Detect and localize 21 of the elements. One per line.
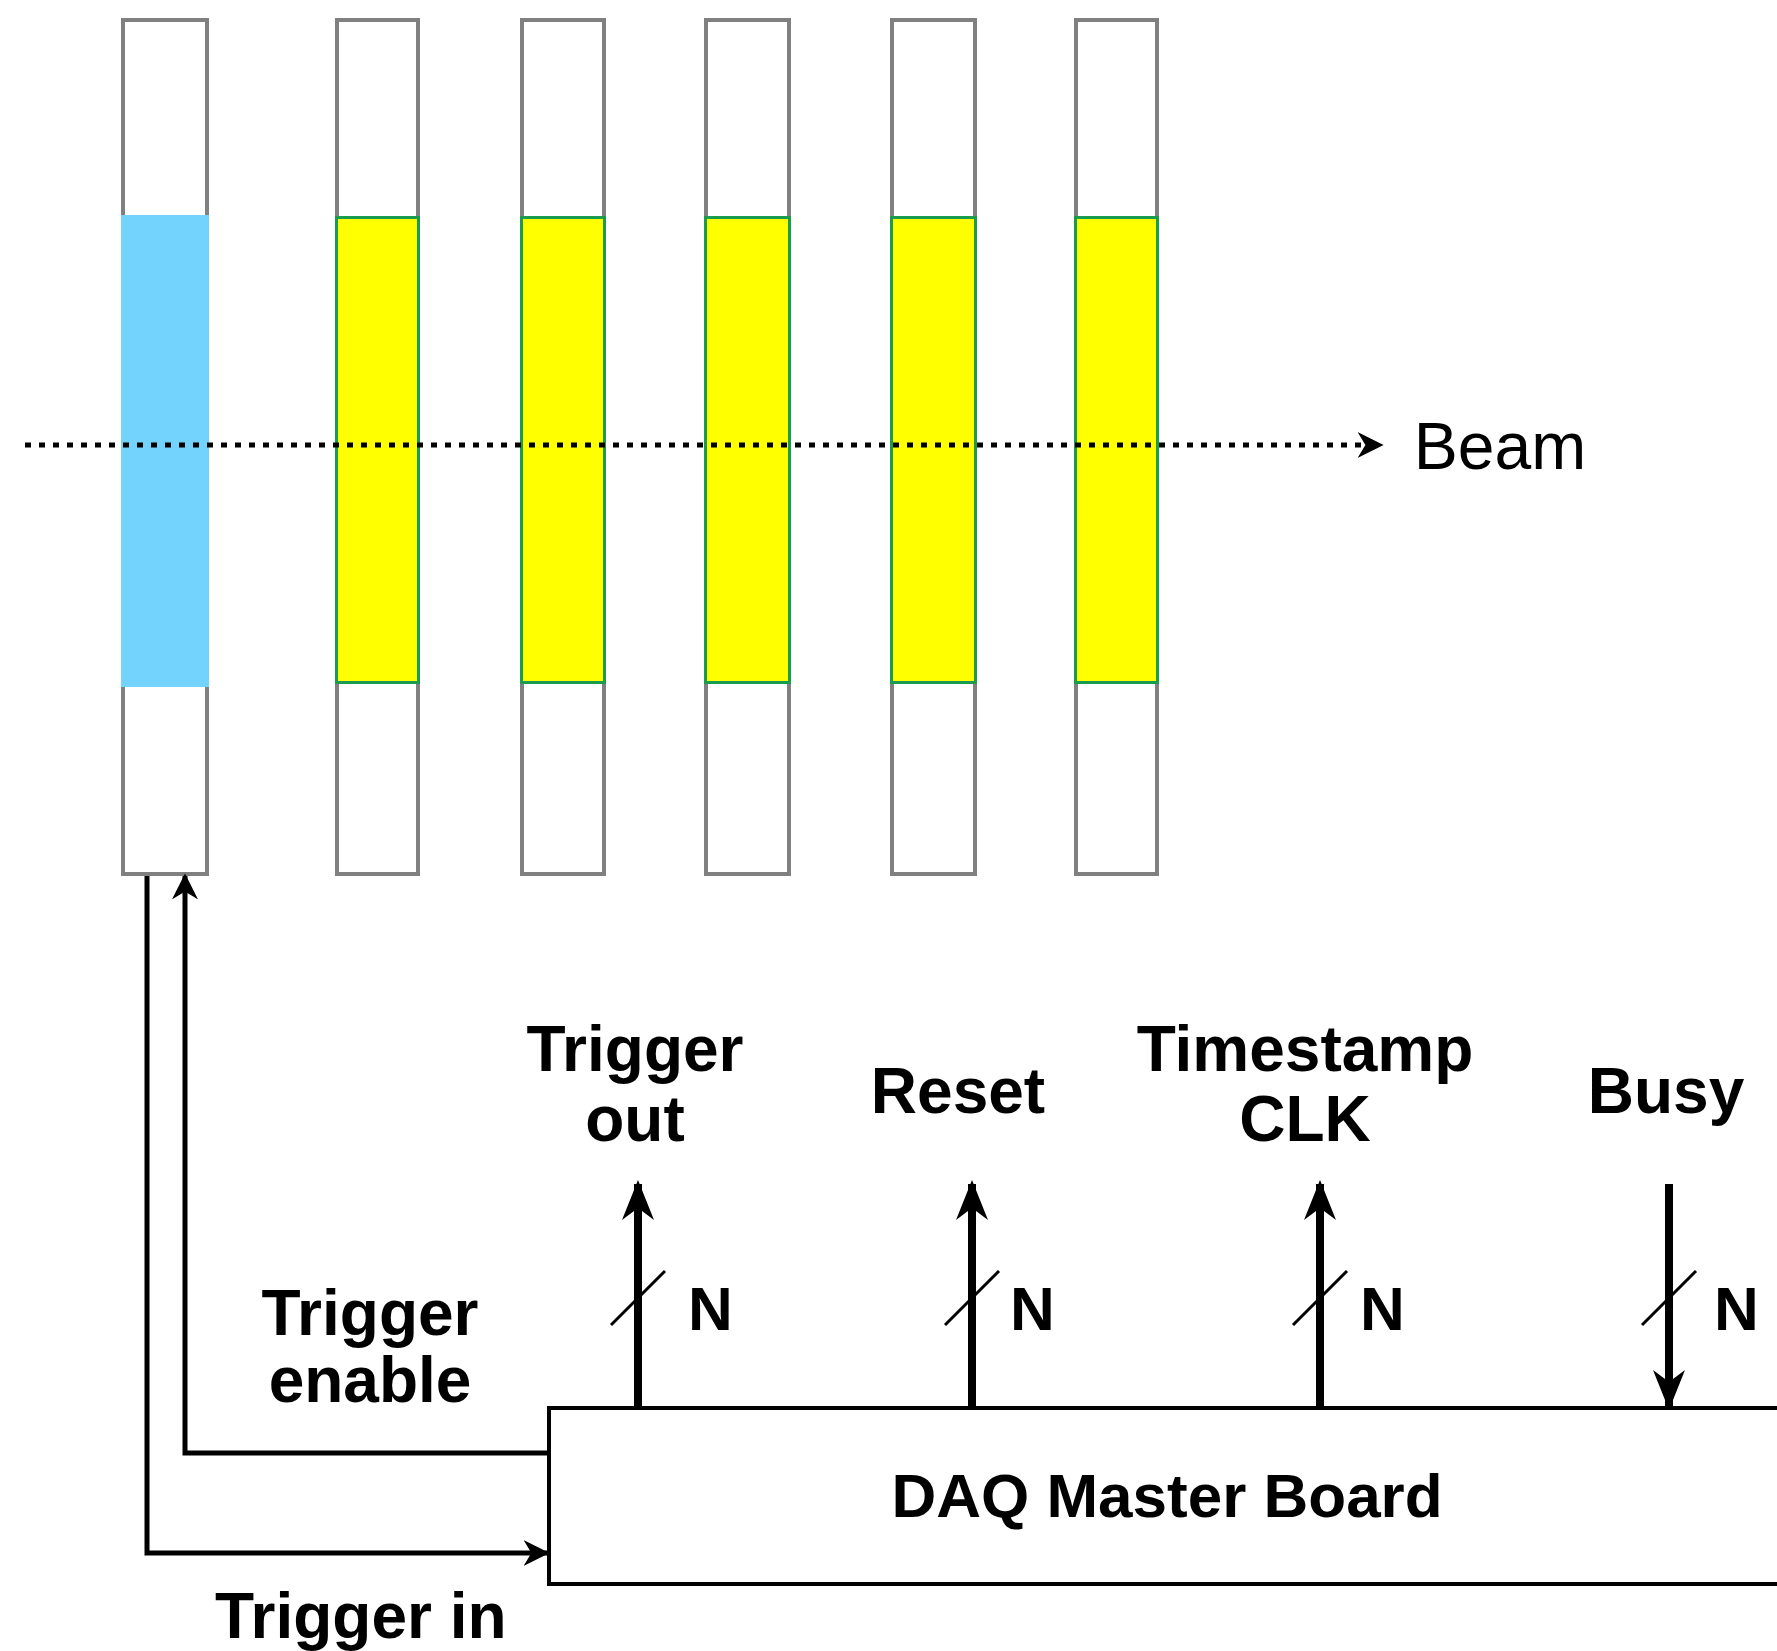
detector-plane (335, 18, 420, 876)
detector-plane (704, 18, 791, 876)
signal-label: Timestamp CLK (1120, 1014, 1490, 1160)
daq-board (547, 1406, 1777, 1586)
signal-arrow (1304, 1180, 1336, 1406)
bus-width-label: N (1714, 1278, 1759, 1340)
signal-label: Busy (1580, 1056, 1752, 1160)
detector-plane (1074, 18, 1159, 876)
beam-label: Beam (1405, 410, 1595, 483)
signal-arrow (622, 1180, 654, 1406)
bus-width-label: N (688, 1278, 733, 1340)
detector-plane (520, 18, 606, 876)
board-label: DAQ Master Board (891, 1461, 1443, 1531)
detector-plane (121, 18, 209, 876)
bus-width-label: N (1360, 1278, 1405, 1340)
bus-width-label: N (1010, 1278, 1055, 1340)
signal-arrow (956, 1180, 988, 1406)
signal-label: Reset (858, 1056, 1058, 1160)
signal-label: Trigger out (520, 1014, 750, 1160)
beam-arrow (25, 432, 1384, 458)
detector-plane (890, 18, 977, 876)
